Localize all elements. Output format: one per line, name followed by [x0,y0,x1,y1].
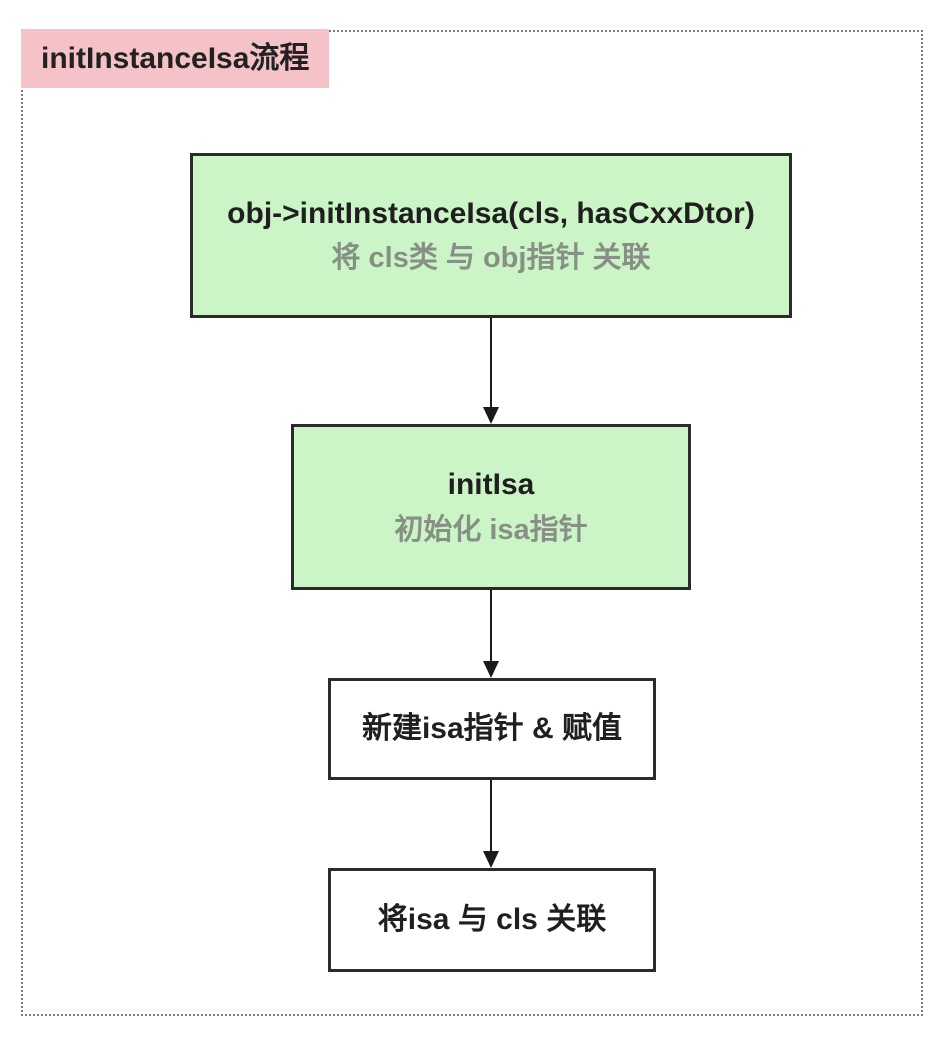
arrow-line [490,318,492,409]
arrow-down-icon [483,407,499,424]
flow-node-title: initIsa [447,468,535,502]
flow-arrow-3 [482,780,500,868]
flow-node-subtitle: 将 cls类 与 obj指针 关联 [331,242,651,275]
arrow-down-icon [483,661,499,678]
flow-node-init-isa: initIsa 初始化 isa指针 [291,424,691,590]
dotted-frame [21,30,923,1016]
flow-node-link-isa-cls: 将isa 与 cls 关联 [328,868,656,972]
arrow-line [490,590,492,663]
flow-node-title: 将isa 与 cls 关联 [377,903,607,937]
flow-node-init-instance-isa: obj->initInstanceIsa(cls, hasCxxDtor) 将 … [190,153,792,318]
flow-arrow-1 [482,318,500,424]
flow-node-subtitle: 初始化 isa指针 [394,513,588,546]
flow-node-title: 新建isa指针 & 赋值 [361,712,623,746]
flow-arrow-2 [482,590,500,678]
flow-node-title: obj->initInstanceIsa(cls, hasCxxDtor) [227,196,755,230]
diagram-title: initInstanceIsa流程 [21,29,330,88]
arrow-down-icon [483,851,499,868]
flow-node-new-isa-assign: 新建isa指针 & 赋值 [328,678,656,780]
arrow-line [490,780,492,853]
